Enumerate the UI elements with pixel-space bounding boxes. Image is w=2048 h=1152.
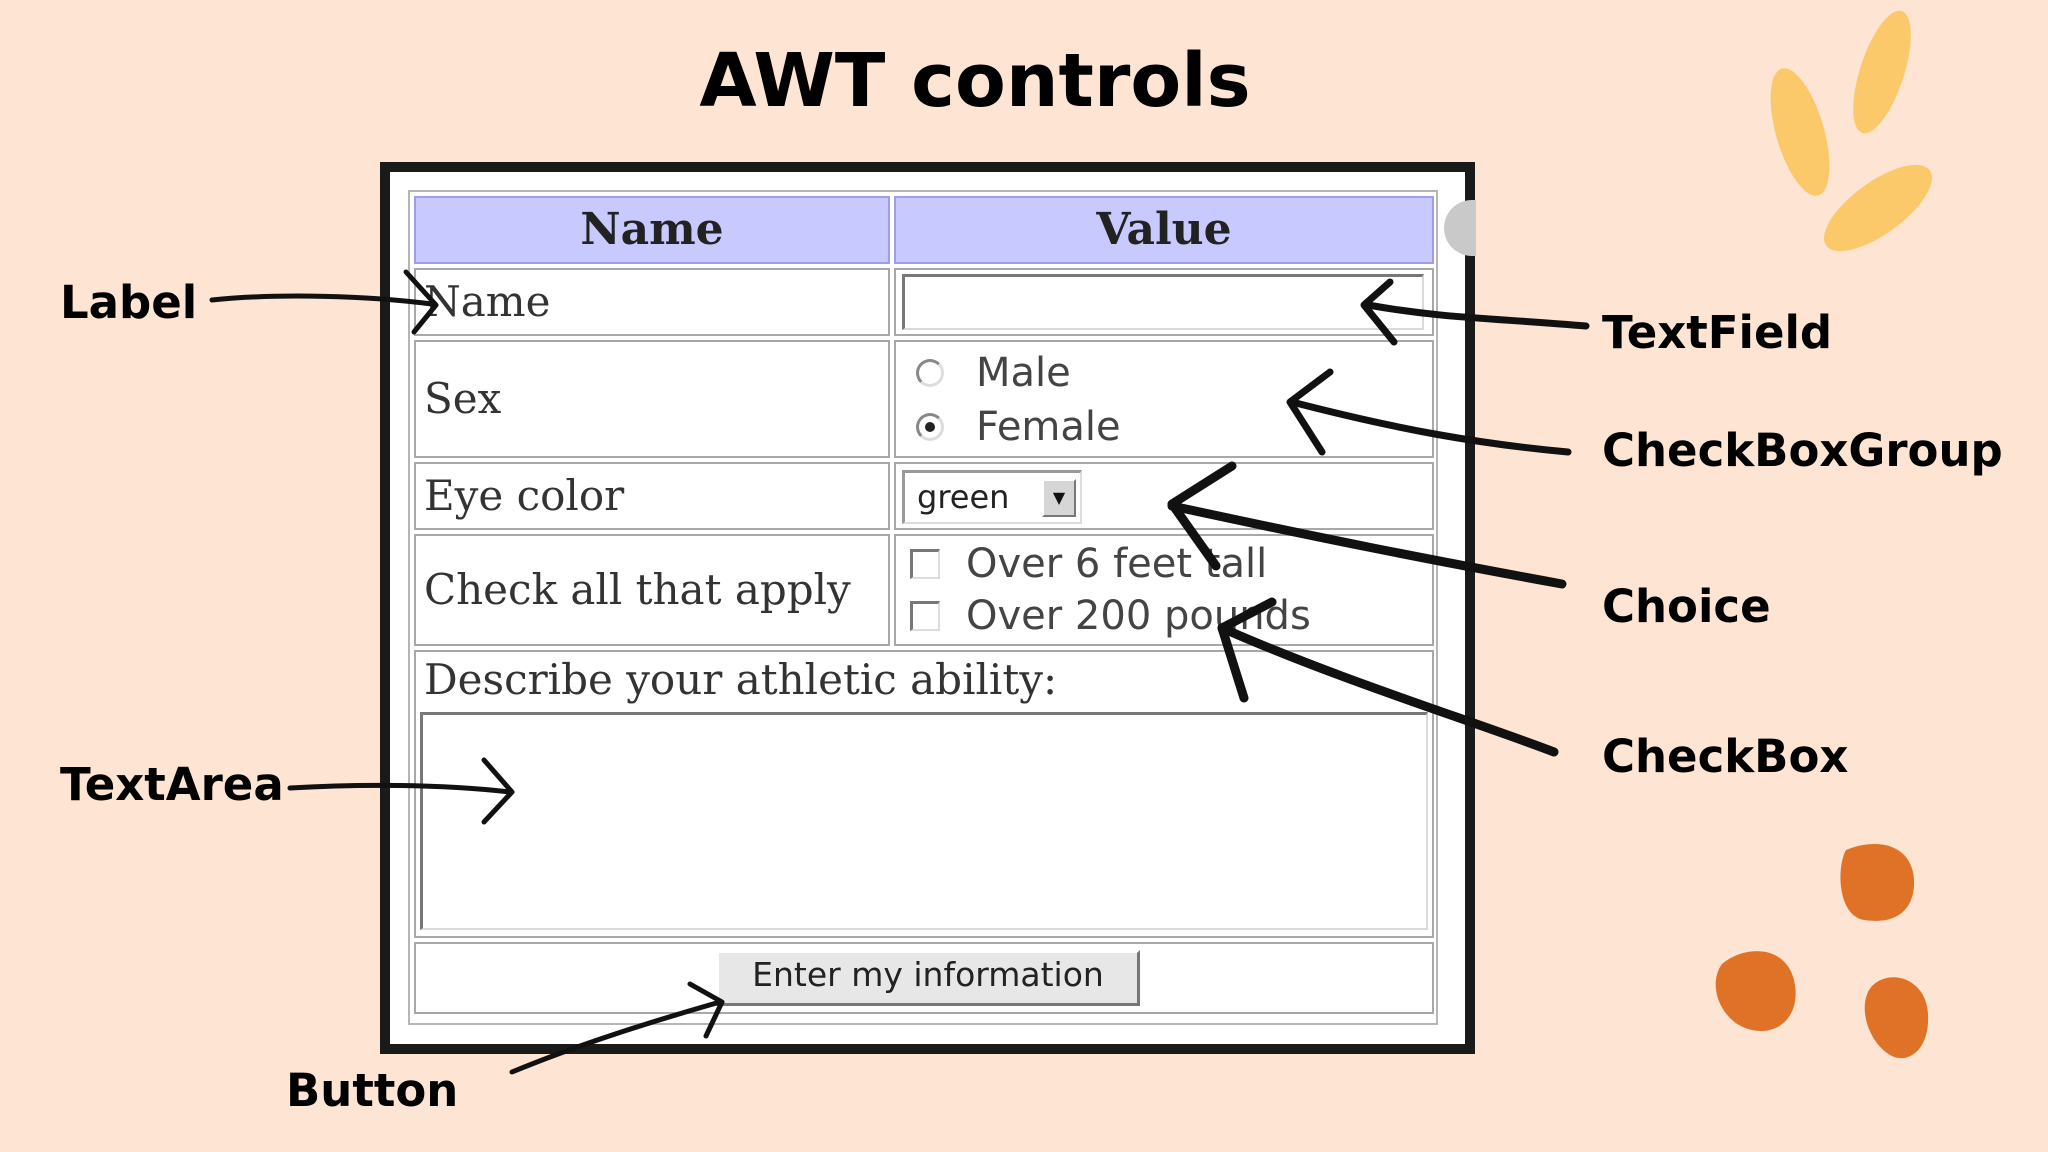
- arrow-textarea: [287, 782, 513, 795]
- callout-checkbox: CheckBox: [1602, 730, 1849, 783]
- eye-color-choice-value: green: [917, 478, 1010, 516]
- callout-textarea: TextArea: [60, 758, 284, 811]
- arrow-textfield: [1364, 301, 1590, 330]
- header-value: Value: [894, 196, 1434, 264]
- check-options-cell: Over 6 feet tall Over 200 pounds: [894, 534, 1434, 646]
- name-value-cell: [894, 268, 1434, 336]
- leaf-decoration: [1770, 10, 1932, 252]
- button-cell: Enter my information: [414, 942, 1434, 1014]
- name-label: Name: [414, 268, 890, 336]
- sex-value-cell: Male Female: [894, 340, 1434, 458]
- eye-color-choice[interactable]: green ▼: [902, 470, 1082, 524]
- checkbox-over-6-feet-box[interactable]: [910, 549, 940, 579]
- arrow-checkboxgroup: [1288, 398, 1572, 456]
- radio-female-circle[interactable]: [916, 413, 944, 441]
- callout-label: Label: [60, 276, 198, 329]
- header-name: Name: [414, 196, 890, 264]
- check-all-label: Check all that apply: [414, 534, 890, 646]
- awt-panel: Name Value Name Sex Male Female Eye colo…: [408, 190, 1438, 1025]
- chevron-down-icon[interactable]: ▼: [1042, 479, 1076, 517]
- arrow-label: [209, 293, 435, 307]
- radio-female[interactable]: Female: [916, 402, 1121, 452]
- describe-cell: Describe your athletic ability:: [414, 650, 1434, 938]
- eye-color-label: Eye color: [414, 462, 890, 530]
- describe-label: Describe your athletic ability:: [424, 655, 1058, 704]
- callout-choice: Choice: [1602, 580, 1771, 633]
- radio-male-label: Male: [976, 350, 1071, 396]
- radio-male-circle[interactable]: [916, 359, 944, 387]
- callout-textfield: TextField: [1602, 306, 1833, 359]
- describe-textarea[interactable]: [420, 712, 1428, 930]
- blob-decoration: [1715, 844, 1929, 1059]
- callout-checkboxgroup: CheckBoxGroup: [1602, 424, 2003, 477]
- callout-button: Button: [286, 1064, 459, 1117]
- name-textfield[interactable]: [902, 274, 1424, 330]
- checkbox-over-200-pounds-box[interactable]: [910, 601, 940, 631]
- arrow-checkbox: [1217, 623, 1559, 757]
- enter-information-button[interactable]: Enter my information: [716, 950, 1140, 1006]
- arrow-choice: [1167, 501, 1567, 589]
- sex-label: Sex: [414, 340, 890, 458]
- arrow-button: [509, 999, 723, 1075]
- radio-male[interactable]: Male: [916, 348, 1071, 398]
- page-title: AWT controls: [699, 38, 1251, 124]
- eye-color-cell: green ▼: [894, 462, 1434, 530]
- radio-female-label: Female: [976, 404, 1121, 450]
